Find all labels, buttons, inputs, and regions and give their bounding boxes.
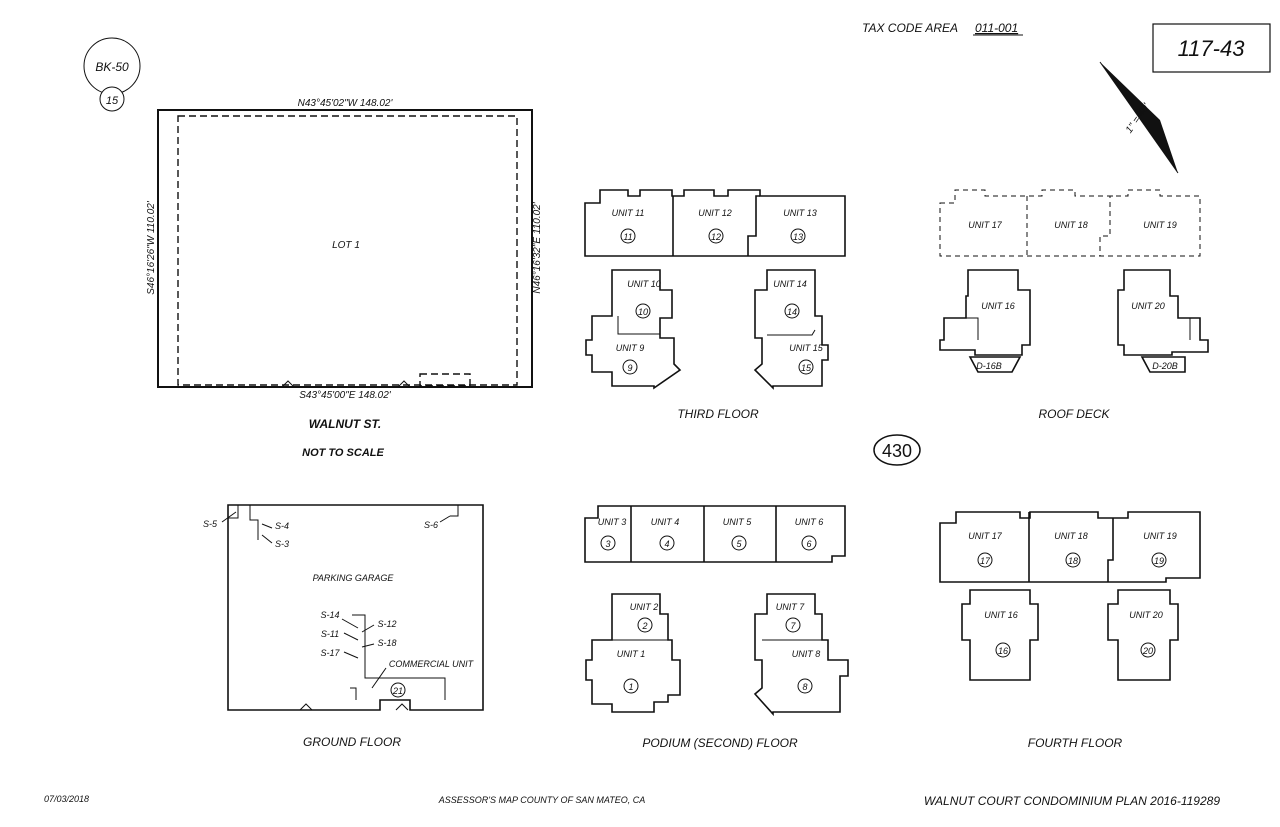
unit-15-number: 15: [801, 363, 812, 373]
unit-3-number: 3: [605, 539, 610, 549]
fourth-floor-title: FOURTH FLOOR: [1028, 736, 1123, 750]
unit-11-label: UNIT 11: [612, 208, 645, 218]
unit-1-label: UNIT 1: [617, 649, 646, 659]
unit-7-label: UNIT 7: [776, 602, 805, 612]
unit-1-number: 1: [628, 682, 633, 692]
ground-floor-plan: [227, 504, 484, 711]
footer-date: 07/03/2018: [44, 794, 89, 804]
unit-2-label: UNIT 2: [630, 602, 659, 612]
unit-9-number: 9: [627, 363, 632, 373]
book-number: BK-50: [95, 60, 129, 74]
not-to-scale: NOT TO SCALE: [302, 447, 384, 459]
footer-assessor: ASSESSOR'S MAP COUNTY OF SAN MATEO, CA: [438, 795, 645, 805]
page-number-small: 15: [106, 95, 119, 107]
roof-unit-16-label: UNIT 16: [981, 301, 1015, 311]
unit-5-label: UNIT 5: [723, 517, 752, 527]
lot-west-bearing: S46°16'26"W 110.02': [146, 200, 157, 295]
unit-9-label: UNIT 9: [616, 343, 645, 353]
space-s18: S-18: [377, 638, 396, 648]
unit-5-number: 5: [736, 539, 742, 549]
third-floor-plan: [584, 189, 846, 390]
roof-unit-19-label: UNIT 19: [1143, 220, 1177, 230]
footer-plan: WALNUT COURT CONDOMINIUM PLAN 2016-11928…: [924, 794, 1220, 808]
unit-6-label: UNIT 6: [795, 517, 824, 527]
fourth-unit-16-label: UNIT 16: [984, 610, 1018, 620]
fourth-unit-19-number: 19: [1154, 556, 1164, 566]
ground-floor-title: GROUND FLOOR: [303, 735, 401, 749]
unit-13-number: 13: [793, 232, 803, 242]
lot-north-bearing: N43°45'02"W 148.02': [298, 98, 394, 109]
roof-unit-20-label: UNIT 20: [1131, 301, 1165, 311]
tax-code-value: 011-001: [975, 21, 1018, 35]
unit-8-number: 8: [802, 682, 807, 692]
north-arrow-icon: [1099, 61, 1179, 174]
space-s11: S-11: [321, 629, 339, 639]
unit-4-number: 4: [664, 539, 669, 549]
lot-east-bearing: N46°16'32"E 110.02': [532, 201, 543, 293]
unit-10-label: UNIT 10: [627, 279, 661, 289]
lot-label: LOT 1: [332, 240, 360, 251]
map-number-box: [1152, 23, 1271, 73]
unit-14-label: UNIT 14: [773, 279, 807, 289]
page-number-badge: [873, 434, 921, 466]
fourth-unit-16-number: 16: [998, 646, 1008, 656]
roof-unit-18-label: UNIT 18: [1054, 220, 1088, 230]
commercial-unit-number: 21: [392, 686, 403, 696]
lot-south-bearing: S43°45'00"E 148.02': [299, 390, 392, 401]
space-s12: S-12: [377, 619, 396, 629]
parking-garage-label: PARKING GARAGE: [313, 573, 395, 583]
deck-20b-label: D-20B: [1152, 361, 1178, 371]
podium-floor-title: PODIUM (SECOND) FLOOR: [642, 736, 798, 750]
fourth-unit-20-label: UNIT 20: [1129, 610, 1163, 620]
fourth-unit-17-label: UNIT 17: [968, 531, 1003, 541]
roof-deck-title: ROOF DECK: [1038, 407, 1110, 421]
page-number: 430: [882, 441, 912, 461]
fourth-unit-18-label: UNIT 18: [1054, 531, 1088, 541]
unit-15-label: UNIT 15: [789, 343, 824, 353]
space-s6: S-6: [424, 520, 438, 530]
unit-8-label: UNIT 8: [792, 649, 821, 659]
map-number: 117-43: [1178, 36, 1246, 61]
space-s14: S-14: [320, 610, 339, 620]
tax-code-label: TAX CODE AREA: [862, 21, 958, 35]
fourth-unit-19-label: UNIT 19: [1143, 531, 1177, 541]
unit-4-label: UNIT 4: [651, 517, 680, 527]
unit-2-number: 2: [641, 621, 647, 631]
space-s3: S-3: [275, 539, 289, 549]
third-floor-title: THIRD FLOOR: [677, 407, 759, 421]
unit-12-label: UNIT 12: [698, 208, 732, 218]
unit-7-number: 7: [790, 621, 796, 631]
fourth-unit-17-number: 17: [980, 556, 991, 566]
book-badge: BK-50 15: [83, 37, 141, 112]
unit-10-number: 10: [638, 307, 648, 317]
roof-unit-17-label: UNIT 17: [968, 220, 1003, 230]
fourth-floor-plan: [939, 511, 1201, 681]
unit-3-label: UNIT 3: [598, 517, 627, 527]
fourth-unit-20-number: 20: [1142, 646, 1153, 656]
street-name: WALNUT ST.: [309, 417, 381, 431]
space-s4: S-4: [275, 521, 289, 531]
commercial-unit-label: COMMERCIAL UNIT: [389, 659, 475, 669]
space-s5: S-5: [203, 519, 218, 529]
lot-plan: [157, 109, 533, 388]
podium-floor-plan: [584, 505, 849, 717]
unit-11-number: 11: [623, 232, 632, 242]
roof-deck-plan: [939, 189, 1209, 373]
deck-16b-label: D-16B: [976, 361, 1002, 371]
unit-12-number: 12: [711, 232, 721, 242]
unit-14-number: 14: [787, 307, 797, 317]
space-s17: S-17: [320, 648, 340, 658]
unit-6-number: 6: [806, 539, 811, 549]
unit-13-label: UNIT 13: [783, 208, 817, 218]
fourth-unit-18-number: 18: [1068, 556, 1078, 566]
